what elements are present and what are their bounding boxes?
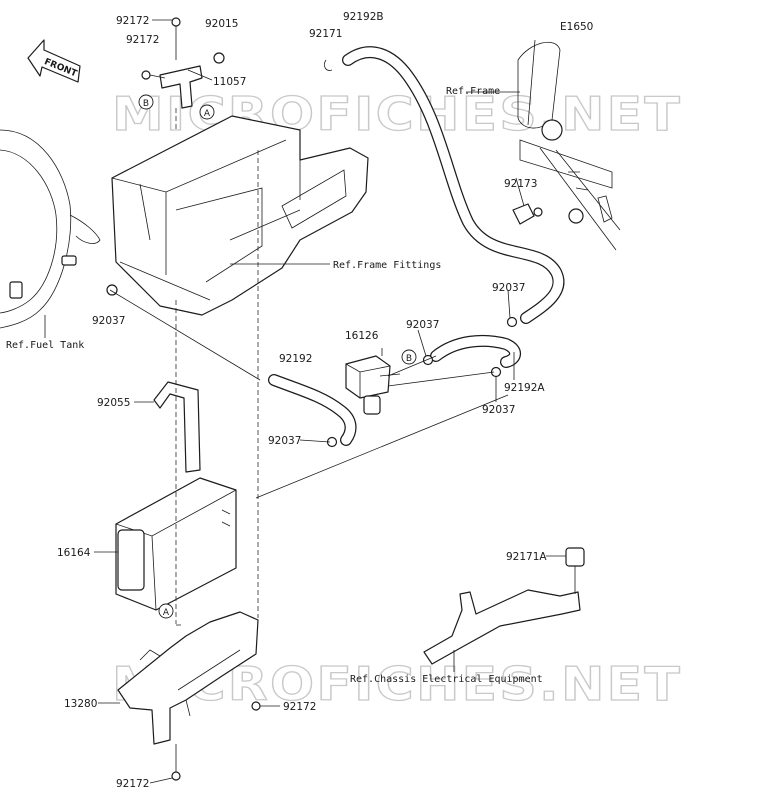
callout-13280: 13280 bbox=[64, 698, 97, 710]
callout-92055: 92055 bbox=[97, 397, 130, 409]
tray-13280 bbox=[117, 611, 261, 781]
ref-frame-fittings: Ref.Frame Fittings bbox=[333, 260, 441, 271]
hose-92192 bbox=[268, 374, 357, 446]
callout-92192: 92192 bbox=[279, 353, 312, 365]
marker-b-top: B bbox=[138, 94, 154, 110]
callout-92173: 92173 bbox=[504, 178, 537, 190]
callout-92037-valve: 92037 bbox=[406, 319, 439, 331]
valve-16126 bbox=[345, 355, 401, 415]
clamp-icons bbox=[106, 284, 518, 448]
callout-11057: 11057 bbox=[213, 76, 246, 88]
frame-structure bbox=[517, 39, 621, 251]
bracket-11057 bbox=[141, 17, 225, 130]
watermark-top: MICROFICHES.NET bbox=[112, 87, 682, 141]
callout-92172-tray: 92172 bbox=[283, 701, 316, 713]
marker-b-mid: B bbox=[401, 349, 417, 365]
marker-b-top-text: B bbox=[143, 99, 149, 109]
callout-e1650: E1650 bbox=[560, 21, 593, 33]
callout-92172-bolt: 92172 bbox=[126, 34, 159, 46]
hose-92192a bbox=[430, 334, 521, 368]
ref-frame: Ref.Frame bbox=[446, 86, 500, 97]
callout-92192b: 92192B bbox=[343, 11, 384, 23]
callout-16126: 16126 bbox=[345, 330, 379, 342]
front-arrow-icon: FRONT bbox=[27, 39, 81, 83]
chassis-bracket bbox=[423, 547, 585, 665]
callout-92192a: 92192A bbox=[504, 382, 545, 394]
callout-92172-bottom: 92172 bbox=[116, 778, 149, 790]
marker-a-bottom-text: A bbox=[163, 608, 170, 618]
callout-92172-top: 92172 bbox=[116, 15, 149, 27]
marker-b-mid-text: B bbox=[406, 354, 412, 364]
ref-fuel-tank: Ref.Fuel Tank bbox=[6, 340, 84, 351]
callout-92015: 92015 bbox=[205, 18, 238, 30]
callout-92171: 92171 bbox=[309, 28, 342, 40]
callout-92037-hose: 92037 bbox=[268, 435, 301, 447]
callout-92037-right: 92037 bbox=[492, 282, 525, 294]
marker-a-top: A bbox=[199, 104, 215, 120]
callout-92037-lower: 92037 bbox=[482, 404, 515, 416]
callout-92171a: 92171A bbox=[506, 551, 547, 563]
marker-a-bottom: A bbox=[158, 603, 174, 619]
fuel-tank-outline bbox=[0, 129, 101, 338]
marker-a-top-text: A bbox=[204, 109, 211, 119]
bracket-92055 bbox=[153, 381, 201, 473]
hose-92192b bbox=[324, 46, 565, 324]
callout-16164: 16164 bbox=[57, 547, 91, 559]
grommet-92173 bbox=[512, 203, 543, 225]
callout-92037-left: 92037 bbox=[92, 315, 125, 327]
main-housing bbox=[111, 115, 369, 316]
ref-chassis-electrical: Ref.Chassis Electrical Equipment bbox=[350, 674, 543, 685]
